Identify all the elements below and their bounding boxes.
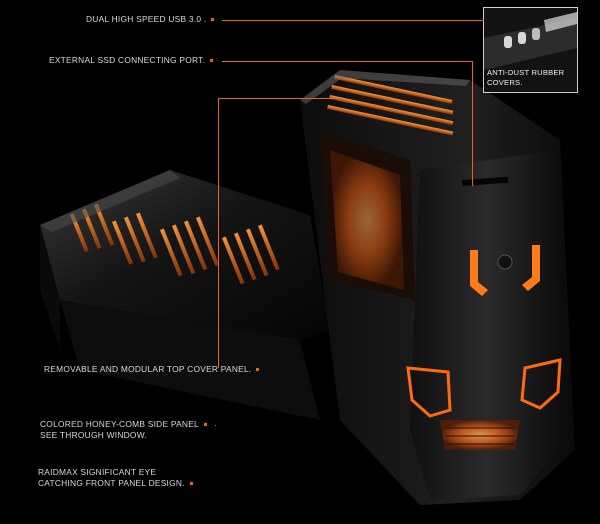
leader-line-side-panel [215, 425, 216, 426]
right-case-render [300, 70, 575, 505]
callout-ssd-text: EXTERNAL SSD CONNECTING PORT. [49, 55, 206, 65]
callout-dot-icon [211, 18, 215, 22]
usb-port-closeup-image [484, 8, 577, 92]
callout-side-panel: COLORED HONEY-COMB SIDE PANEL SEE THROUG… [40, 419, 207, 441]
inset-label: ANTI-DUST RUBBER COVERS. [487, 68, 565, 87]
callout-top-cover-text: REMOVABLE AND MODULAR TOP COVER PANEL. [44, 364, 252, 374]
leader-line-usb [222, 20, 484, 21]
leader-line-ssd-vertical [472, 61, 473, 186]
callout-front-panel-line2: CATCHING FRONT PANEL DESIGN. [38, 478, 185, 488]
leader-line-ssd [222, 61, 472, 62]
callout-side-panel-line1: COLORED HONEY-COMB SIDE PANEL [40, 419, 199, 429]
callout-front-panel-line1: RAIDMAX SIGNIFICANT EYE [38, 467, 157, 477]
callout-dot-icon [256, 368, 260, 372]
callout-usb-text: DUAL HIGH SPEED USB 3.0 . [86, 14, 207, 24]
leader-line-top-cover-horizontal [218, 98, 338, 99]
callout-top-cover: REMOVABLE AND MODULAR TOP COVER PANEL. [44, 364, 260, 375]
leader-line-top-cover [218, 98, 219, 368]
anti-dust-cover-inset: ANTI-DUST RUBBER COVERS. [483, 7, 578, 93]
callout-dot-icon [203, 423, 207, 427]
callout-front-panel: RAIDMAX SIGNIFICANT EYE CATCHING FRONT P… [38, 467, 193, 489]
callout-side-panel-line2: SEE THROUGH WINDOW. [40, 430, 147, 440]
callout-ssd: EXTERNAL SSD CONNECTING PORT. [49, 55, 214, 66]
callout-usb: DUAL HIGH SPEED USB 3.0 . [86, 14, 215, 25]
callout-dot-icon [189, 482, 193, 486]
callout-dot-icon [210, 59, 214, 63]
left-case-render [40, 170, 330, 420]
